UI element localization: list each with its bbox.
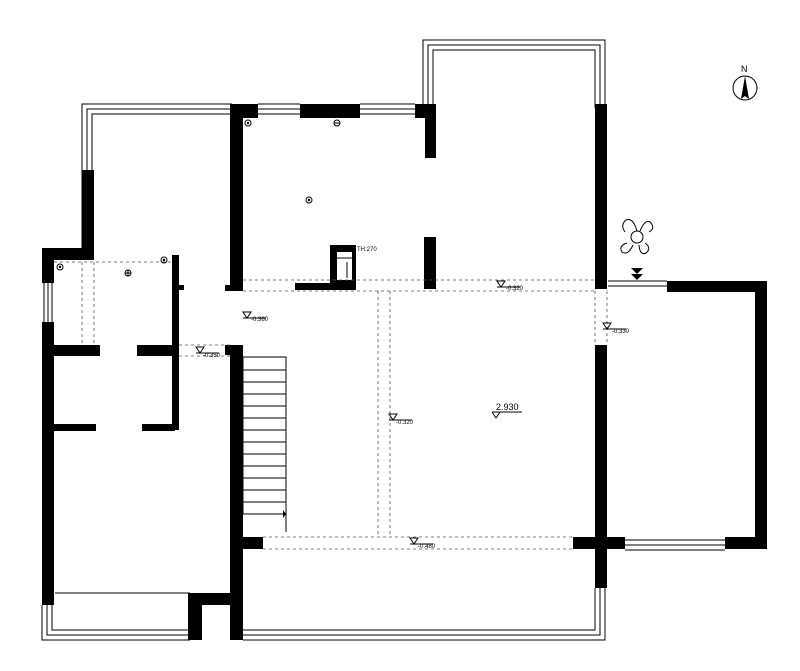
level-marker-left: -0.350 <box>195 346 221 359</box>
level-marker-right: -0.330 <box>602 322 630 335</box>
level-right-entry: -0.330 <box>612 329 630 335</box>
compass-arrow <box>741 76 749 99</box>
level-central-divider: -0.320 <box>396 420 414 426</box>
balcony-top-right <box>422 39 606 108</box>
fixture-label-text: TH:270 <box>357 247 377 253</box>
north-compass: N <box>732 64 758 101</box>
entry-arrow-icon <box>631 268 643 280</box>
staircase <box>242 356 287 532</box>
level-marker-stair: -0.360 <box>242 311 269 323</box>
balcony-outlines <box>41 39 725 641</box>
window-left <box>43 283 53 322</box>
entry-door <box>608 280 667 287</box>
level-stair-top: -0.360 <box>251 317 269 323</box>
balcony-top-left <box>81 103 232 255</box>
person-icon <box>620 219 654 255</box>
level-marker-lower: -0.480 <box>409 537 436 550</box>
compass-north-label: N <box>741 64 748 74</box>
level-marker-upper: -0.320 <box>496 280 524 292</box>
level-left-corridor: -0.350 <box>203 353 221 359</box>
level-marker-divider: -0.320 <box>388 413 414 426</box>
dashed-lines <box>54 261 608 550</box>
level-upper-corridor: -0.320 <box>506 286 524 292</box>
walls <box>42 104 767 640</box>
balcony-bottom <box>41 605 190 641</box>
ceiling-fixtures <box>56 119 341 277</box>
level-lower-corridor: -0.480 <box>418 544 436 550</box>
window-right-bottom <box>625 539 725 551</box>
window-top <box>258 103 300 115</box>
level-main-room: 2.930 <box>496 402 519 412</box>
fixture-label: TH:270 <box>357 247 377 253</box>
level-marker-main: 2.930 <box>491 402 522 419</box>
